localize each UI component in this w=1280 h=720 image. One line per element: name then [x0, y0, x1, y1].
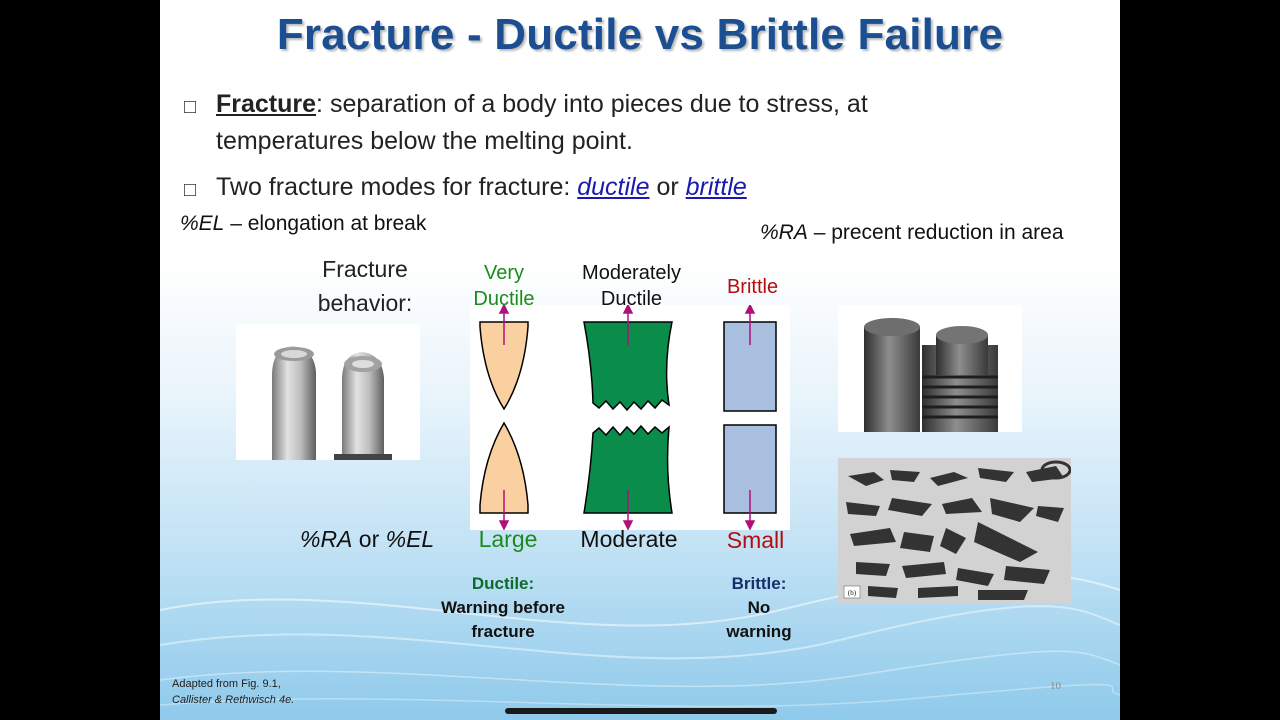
term-fracture: Fracture [216, 90, 317, 118]
fracture-behavior-label: Fracture behavior: [300, 252, 430, 320]
slide: Fracture - Ductile vs Brittle Failure □ … [160, 0, 1120, 720]
header-very-ductile: Very Ductile [454, 260, 554, 312]
page-number: 10 [1050, 680, 1061, 692]
ra-definition: %RA – precent reduction in area [760, 221, 1064, 245]
ra-symbol: %RA [300, 526, 353, 552]
summary-line: Warning before [440, 598, 566, 617]
el-definition: %EL – elongation at break [180, 212, 426, 236]
bullet-fracture-modes: Two fracture modes for fracture: ductile… [216, 169, 747, 206]
summary-line: warning [726, 622, 792, 641]
tensile-arrows [498, 305, 756, 530]
summary-title: Brittle: [731, 574, 787, 593]
behavior-line1: Fracture [322, 256, 408, 282]
ductile-specimens-photo [236, 324, 420, 460]
bullet-text-line2: temperatures below the melting point. [216, 127, 633, 155]
moderately-ductile-specimen [583, 321, 673, 514]
el-text: – elongation at break [224, 212, 427, 235]
very-ductile-specimen [479, 321, 529, 514]
bullet-text-or: or [649, 173, 686, 201]
figure-credit: Adapted from Fig. 9.1, Callister & Rethw… [172, 676, 294, 708]
summary-title: Ductile: [471, 574, 535, 593]
summary-line: No [747, 598, 771, 617]
header-line: Moderately [582, 262, 681, 284]
slide-title: Fracture - Ductile vs Brittle Failure [276, 10, 1004, 59]
ductile-link[interactable]: ductile [577, 173, 650, 201]
bullet-marker: □ [184, 96, 197, 118]
header-brittle: Brittle [726, 276, 779, 298]
el-symbol: %EL [385, 526, 435, 552]
behavior-line2: behavior: [317, 290, 413, 316]
ra-or-el-label: %RA or %EL [300, 526, 434, 553]
ductile-summary: Ductile: Warning before fracture [418, 572, 588, 644]
header-line: Ductile [600, 288, 663, 310]
bullet-text: : separation of a body into pieces due t… [316, 90, 868, 118]
brittle-link[interactable]: brittle [685, 173, 747, 201]
credit-line2: Callister & Rethwisch 4e. [172, 694, 295, 706]
credit-line1: Adapted from Fig. 9.1, [172, 678, 281, 690]
scrollbar-handle[interactable] [505, 708, 777, 714]
brittle-summary: Brittle: No warning [700, 572, 818, 644]
summary-line: fracture [471, 622, 535, 641]
ra-symbol: %RA [760, 221, 808, 244]
bullet-text: Two fracture modes for fracture: [216, 173, 578, 201]
ra-text: – precent reduction in area [807, 221, 1064, 244]
value-small: Small [726, 527, 785, 553]
brittle-specimens-photo [838, 305, 1022, 432]
value-large: Large [478, 526, 538, 552]
fracture-specimen-diagram [470, 305, 790, 530]
ductile-specimens-image [272, 346, 392, 460]
or-text: or [352, 526, 386, 552]
brittle-specimens-image [864, 318, 998, 432]
bullet-fracture-definition: Fracture: separation of a body into piec… [216, 86, 868, 160]
micrograph-photo: (b) [838, 458, 1071, 604]
header-line: Very [483, 262, 525, 284]
micrograph-tag: (b) [848, 589, 857, 597]
header-moderately-ductile: Moderately Ductile [564, 260, 699, 312]
el-symbol: %EL [180, 212, 225, 235]
bullet-marker: □ [184, 179, 197, 201]
header-line: Ductile [473, 288, 535, 310]
value-moderate: Moderate [580, 526, 678, 552]
micrograph-image: (b) [838, 458, 1071, 604]
